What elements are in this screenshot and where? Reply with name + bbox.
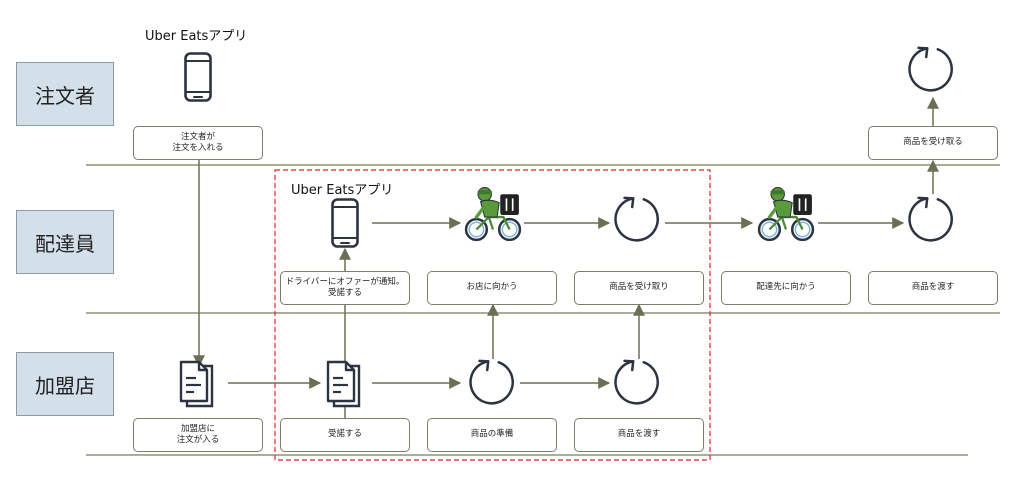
step-driver-to-store: お店に向かう xyxy=(427,271,557,305)
step-driver-pickup: 商品を受け取り xyxy=(574,271,704,305)
lane-store: 加盟店 xyxy=(16,352,114,416)
step-orderer-receive: 商品を受け取る xyxy=(868,126,998,160)
driver-app-title: Uber Eatsアプリ xyxy=(291,183,394,198)
flow-arrows xyxy=(193,96,939,419)
lane-orderer: 注文者 xyxy=(16,62,114,126)
process-cycle-icon xyxy=(614,359,659,405)
process-cycle-icon xyxy=(469,359,514,405)
step-driver-to-destination: 配達先に向かう xyxy=(721,271,851,305)
delivery-bicycle-icon xyxy=(464,186,522,242)
step-orderer-place-order: 注文者が 注文を入れる xyxy=(133,126,263,160)
smartphone-icon xyxy=(331,198,359,248)
process-cycle-icon xyxy=(908,46,953,92)
step-store-receive-order: 加盟店に 注文が入る xyxy=(133,418,263,452)
document-icon xyxy=(179,360,214,408)
process-cycle-icon xyxy=(614,196,659,242)
lane-separators xyxy=(86,164,1000,456)
orderer-app-title: Uber Eatsアプリ xyxy=(145,29,248,44)
lane-driver: 配達員 xyxy=(16,210,114,274)
step-driver-handover: 商品を渡す xyxy=(868,271,998,305)
step-driver-notified: ドライバーにオファーが通知。受諾する xyxy=(280,271,410,305)
icons xyxy=(179,46,953,408)
smartphone-icon xyxy=(184,52,212,102)
document-icon xyxy=(326,360,361,408)
step-store-prepare: 商品の準備 xyxy=(427,418,557,452)
driver-scope-frame xyxy=(274,169,711,461)
step-store-handover: 商品を渡す xyxy=(574,418,704,452)
delivery-bicycle-icon xyxy=(757,186,815,242)
process-cycle-icon xyxy=(908,196,953,242)
step-store-accept: 受諾する xyxy=(280,418,410,452)
